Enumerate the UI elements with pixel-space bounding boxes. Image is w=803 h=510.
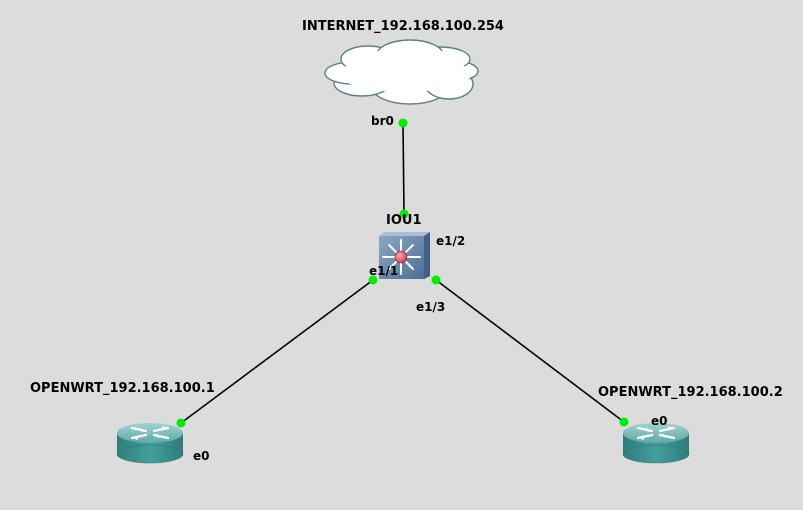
link-internet-switch[interactable] [402, 122, 405, 215]
iou1-switch-node[interactable] [379, 232, 430, 279]
port-status-left-e0 [176, 418, 186, 428]
router-icon [621, 421, 691, 465]
router-icon [115, 421, 185, 465]
internet-cloud-node[interactable] [324, 39, 479, 105]
port-label-br0: br0 [371, 114, 394, 128]
port-status-e1-3 [431, 275, 441, 285]
port-status-right-e0 [619, 417, 629, 427]
router-left-node-label: OPENWRT_192.168.100.1 [30, 381, 215, 396]
port-status-e1-1 [368, 275, 378, 285]
link-switch-router-right[interactable] [435, 279, 625, 423]
openwrt-right-router-node[interactable] [621, 421, 691, 465]
internet-node-label: INTERNET_192.168.100.254 [302, 19, 504, 34]
port-label-e1-3: e1/3 [416, 300, 445, 314]
iou1-node-label: IOU1 [386, 213, 422, 228]
openwrt-left-router-node[interactable] [115, 421, 185, 465]
link-switch-router-left[interactable] [180, 279, 374, 424]
port-label-left-e0: e0 [193, 449, 210, 463]
port-label-right-e0: e0 [651, 414, 668, 428]
multilayer-switch-icon [379, 232, 430, 279]
port-label-e1-2: e1/2 [436, 234, 465, 248]
port-status-br0 [398, 118, 408, 128]
port-status-e1-2 [399, 209, 409, 219]
router-right-node-label: OPENWRT_192.168.100.2 [598, 385, 783, 400]
port-label-e1-1: e1/1 [369, 264, 398, 278]
